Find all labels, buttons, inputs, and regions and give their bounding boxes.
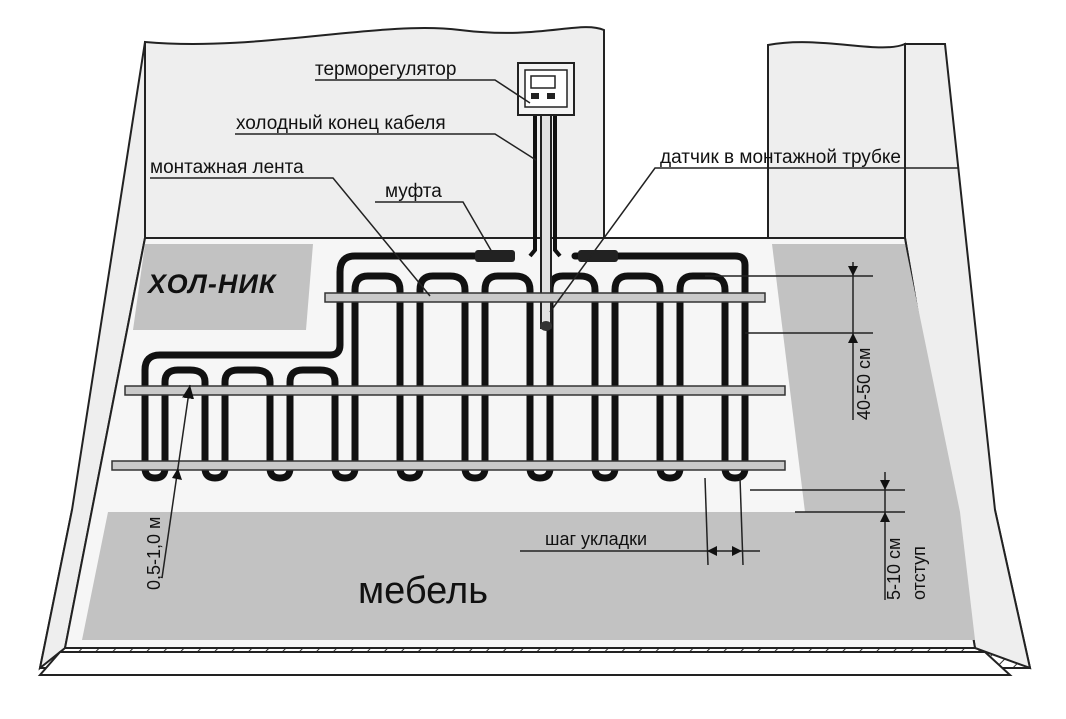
sensor-tip <box>540 321 552 331</box>
indent-zone <box>772 244 960 512</box>
mounting-tape-1 <box>324 292 766 303</box>
label-indent-size: 5-10 см <box>884 538 904 600</box>
label-cold-end: холодный конец кабеля <box>236 113 446 134</box>
furniture-zone <box>82 512 975 640</box>
label-fridge: ХОЛ-НИК <box>146 269 278 299</box>
label-wall-distance: 0,5-1,0 м <box>144 517 164 590</box>
leader-sensor <box>549 167 958 313</box>
fridge-zone <box>133 244 313 330</box>
label-mounting-tape: монтажная лента <box>150 157 304 178</box>
dim-wall-line <box>161 384 194 579</box>
mounting-tape-2 <box>124 385 786 396</box>
dim-step-arrow-left <box>707 546 717 556</box>
dim-indent-arrow-bottom <box>880 512 890 522</box>
label-indent: отступ <box>909 546 929 600</box>
dim-step-arrow-right <box>732 546 742 556</box>
floor-border <box>37 651 1013 676</box>
label-thermostat: терморегулятор <box>315 59 456 80</box>
coupling-right <box>578 250 618 262</box>
label-laying-step: шаг укладки <box>545 529 647 549</box>
dim-wall-arrow-bottom <box>172 468 182 480</box>
dim-tape-arrow-bottom <box>848 333 858 343</box>
label-coupling: муфта <box>385 181 442 202</box>
mounting-tape-3 <box>111 460 786 471</box>
label-tape-spacing: 40-50 см <box>854 348 874 420</box>
cold-end-right <box>553 115 562 258</box>
thermostat-device <box>517 62 575 116</box>
heating-cable <box>141 252 749 482</box>
label-furniture: мебель <box>358 570 488 612</box>
leader-thermostat <box>315 79 531 104</box>
leader-tape <box>150 177 431 297</box>
leader-coupling <box>375 201 493 253</box>
side-wall-left <box>38 41 146 671</box>
leader-cold-end <box>235 133 537 161</box>
dim-indent-arrow-top <box>880 480 890 490</box>
dim-tape-arrow-top <box>848 266 858 276</box>
coupling-left <box>475 250 515 262</box>
label-sensor: датчик в монтажной трубке <box>660 147 901 168</box>
back-wall-right <box>767 41 906 239</box>
